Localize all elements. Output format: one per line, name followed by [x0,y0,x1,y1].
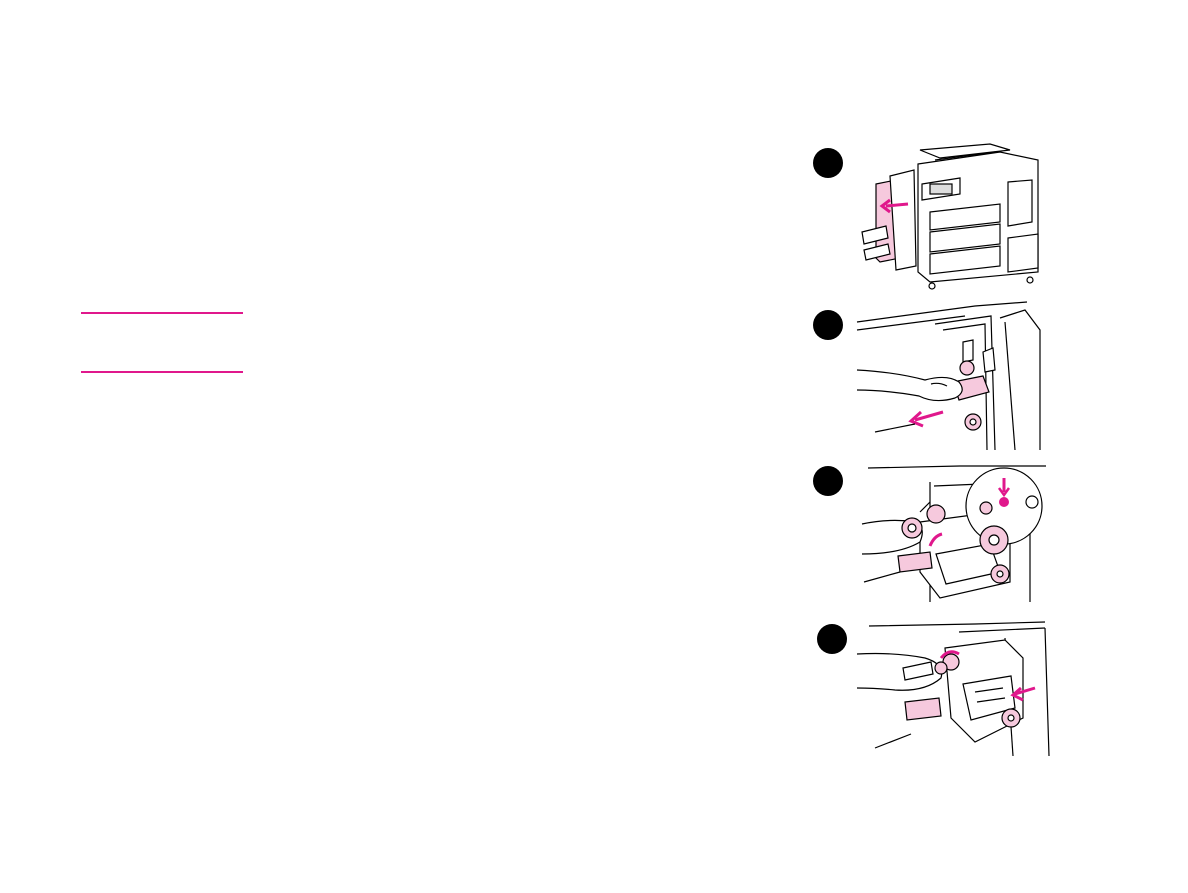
step-3-illustration [860,462,1050,604]
step-1-illustration [860,142,1050,292]
step-4-badge [817,624,847,654]
note-top-rule [81,312,243,314]
step-1-badge [813,148,843,178]
note-bottom-rule [81,371,243,373]
step-2-illustration [855,300,1055,452]
step-4-illustration [855,618,1055,760]
step-3-badge [813,466,843,496]
step-2-badge [813,310,843,340]
